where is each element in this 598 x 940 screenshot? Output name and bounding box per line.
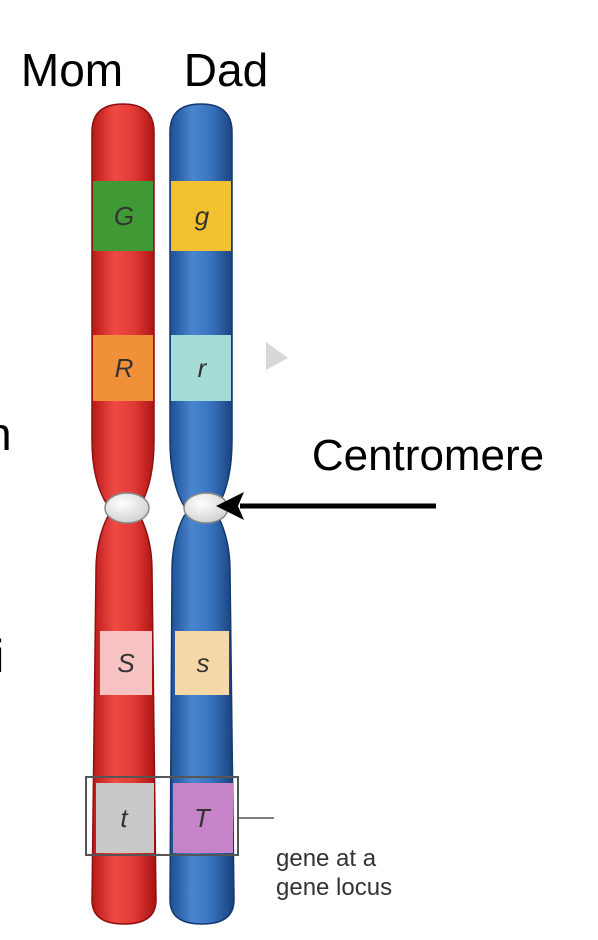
gene-locus-caption-line1: gene at a [276, 845, 377, 872]
faint-cursor-icon [266, 342, 288, 370]
mom-allele-r: R [115, 353, 134, 383]
dad-band-t [173, 783, 233, 853]
dad-allele-r: r [198, 353, 208, 383]
dad-allele-t: T [194, 803, 212, 833]
mom-centromere [104, 492, 150, 524]
mom-allele-t: t [120, 803, 129, 833]
dad-label: Dad [184, 44, 268, 96]
centromere-label: Centromere [312, 431, 544, 480]
edge-glyph-lower: i [0, 630, 4, 682]
centromere-arrow [216, 492, 436, 520]
mom-band-g [93, 181, 153, 251]
dad-band-g [171, 181, 231, 251]
dad-band-s [175, 631, 229, 695]
dad-allele-g: g [195, 201, 210, 231]
dad-band-r [171, 335, 231, 401]
mom-band-s [100, 631, 152, 695]
gene-locus-box [85, 776, 239, 856]
mom-allele-s: S [117, 648, 135, 678]
mom-label: Mom [21, 44, 123, 96]
mom-allele-g: G [114, 201, 134, 231]
edge-glyph-upper: n [0, 408, 12, 460]
gene-locus-caption-line2: gene locus [276, 874, 392, 901]
mom-band-r [93, 335, 153, 401]
mom-band-t [96, 783, 154, 853]
dad-allele-s: s [197, 648, 210, 678]
